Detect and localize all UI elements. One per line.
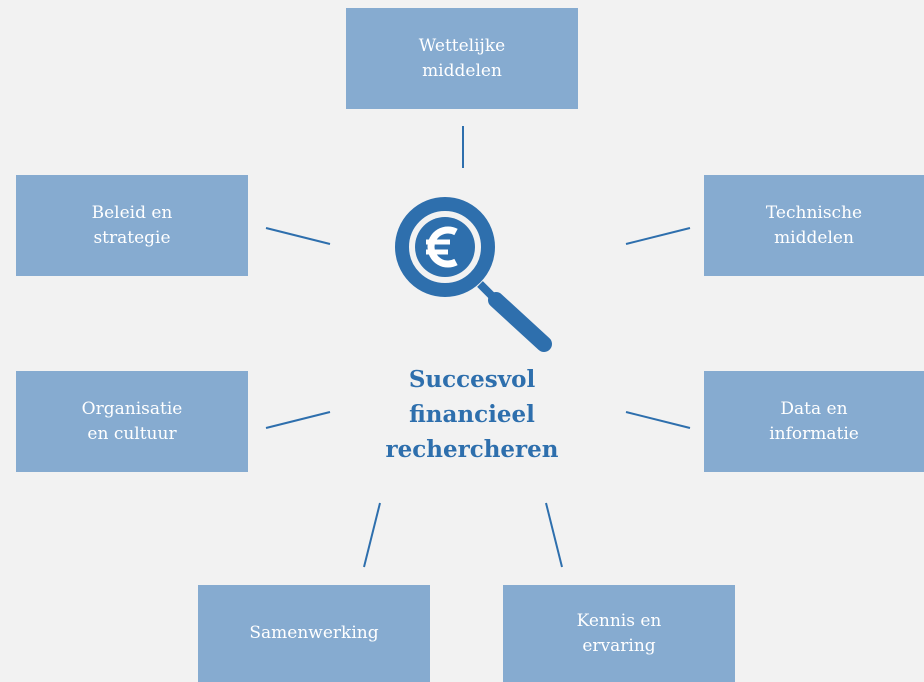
- node-kennis-en-ervaring: Kennis en ervaring: [503, 585, 735, 682]
- node-label-line: informatie: [769, 423, 859, 444]
- node-label-line: Technische: [765, 202, 863, 223]
- center-title: Succesvol financieel rechercheren: [372, 362, 572, 467]
- node-label-line: middelen: [774, 227, 854, 248]
- center-title-line: rechercheren: [385, 436, 559, 463]
- connector-organisatie: [265, 411, 331, 429]
- connector-beleid: [265, 227, 331, 245]
- node-label-line: Data en: [780, 398, 848, 419]
- node-label-line: Beleid en: [91, 202, 173, 223]
- magnifier-euro-icon: [395, 197, 552, 352]
- node-samenwerking: Samenwerking: [198, 585, 430, 682]
- connector-data: [625, 411, 691, 429]
- node-label-line: Samenwerking: [249, 623, 379, 643]
- node-label-line: Organisatie: [81, 398, 183, 419]
- node-data-en-informatie: Data en informatie: [704, 371, 924, 472]
- node-label-line: Wettelijke: [418, 35, 506, 56]
- node-label-line: ervaring: [582, 635, 656, 656]
- connector-kennis: [545, 502, 563, 568]
- connector-technische: [625, 227, 691, 245]
- node-label-line: strategie: [93, 227, 171, 248]
- node-beleid-en-strategie: Beleid en strategie: [16, 175, 248, 276]
- node-label-line: middelen: [422, 60, 502, 81]
- node-organisatie-en-cultuur: Organisatie en cultuur: [16, 371, 248, 472]
- node-label-line: en cultuur: [87, 423, 177, 444]
- connector-samenwerking: [363, 502, 381, 568]
- center-title-line: Succesvol: [408, 366, 536, 393]
- node-technische-middelen: Technische middelen: [704, 175, 924, 276]
- center-title-line: financieel: [409, 401, 535, 428]
- node-wettelijke-middelen: Wettelijke middelen: [346, 8, 578, 109]
- node-label-line: Kennis en: [576, 610, 662, 631]
